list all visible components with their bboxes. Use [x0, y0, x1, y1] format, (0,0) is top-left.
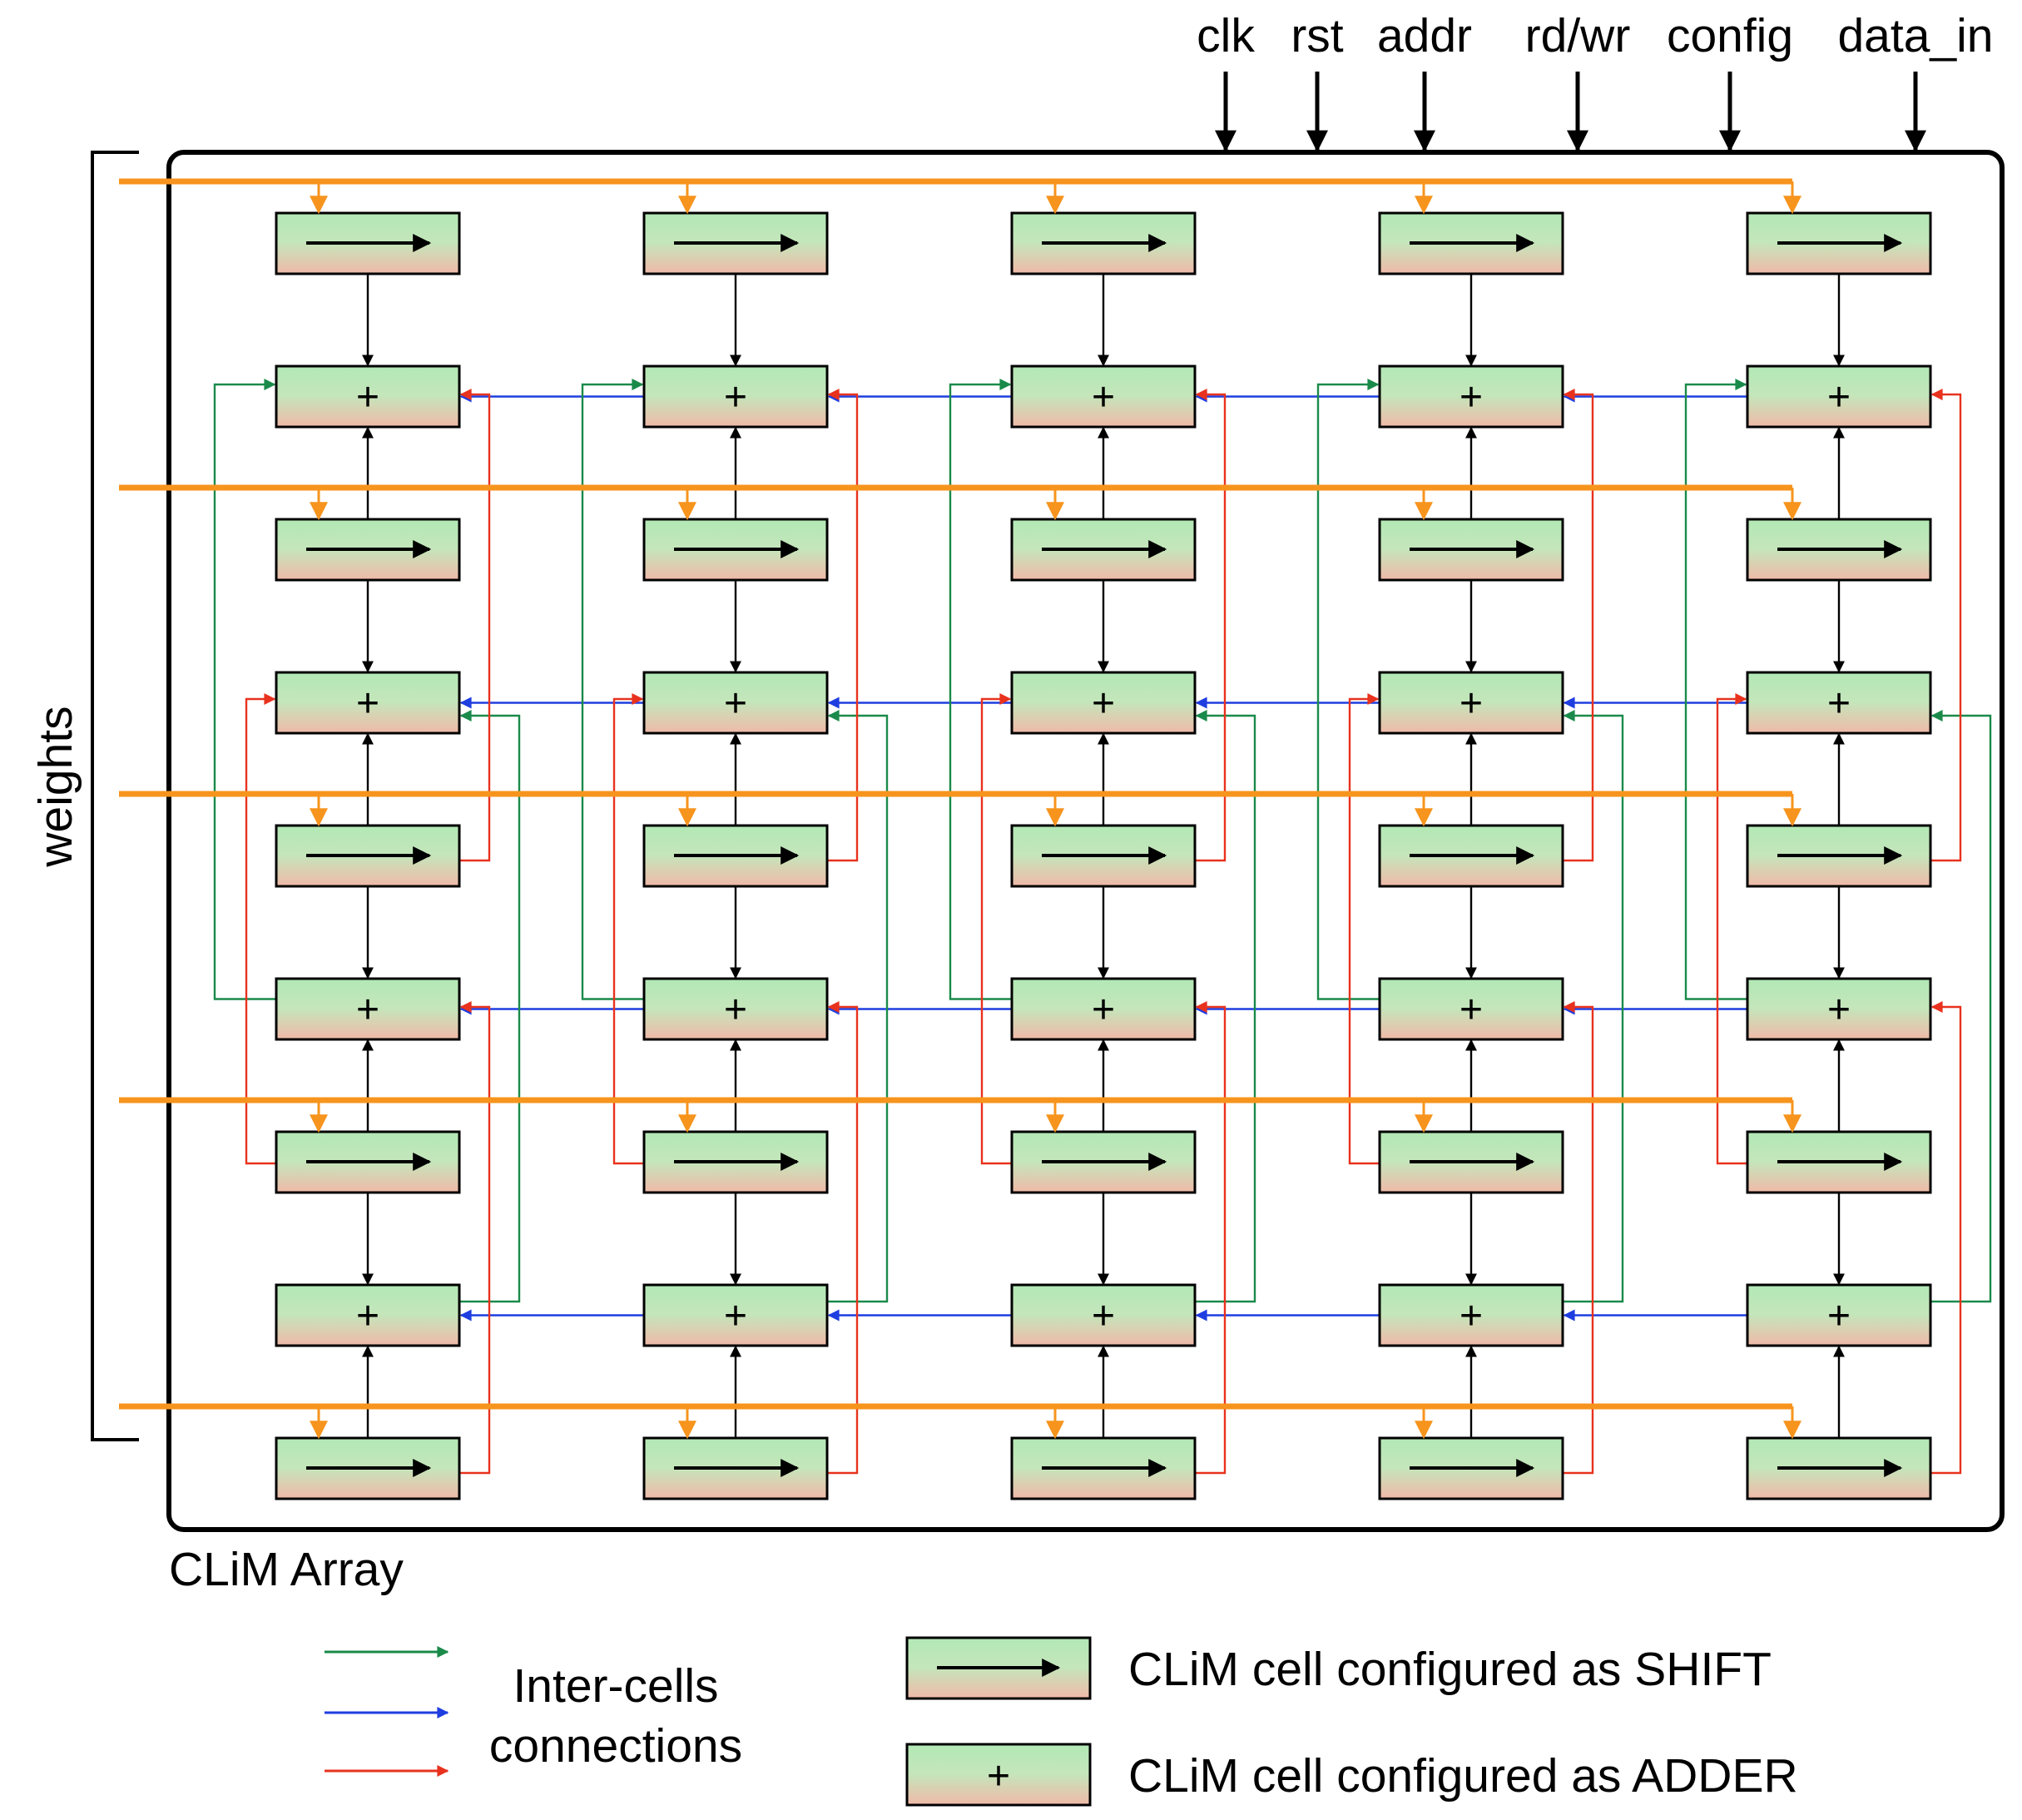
adder-cell-r3-c2 — [1010, 671, 1197, 735]
plus-icon-r3-c1: + — [724, 682, 747, 726]
legend-adder-label: CLiM cell configured as ADDER — [1128, 1749, 1798, 1803]
red-link-r6-c0 — [245, 693, 276, 1165]
red-link-r8-c1 — [827, 1001, 859, 1475]
plus-icon-r1-c0: + — [356, 375, 379, 419]
plus-icon-r3-c2: + — [1092, 682, 1115, 726]
red-link-r8-c2 — [1195, 1001, 1227, 1475]
adder-cell-r1-c3 — [1378, 364, 1564, 429]
plus-icon-r5-c3: + — [1460, 988, 1483, 1032]
red-link-r6-c1 — [612, 693, 644, 1165]
adder-cell-r1-c4 — [1746, 364, 1932, 429]
adder-cell-r1-c0 — [275, 364, 461, 429]
plus-icon-r1-c3: + — [1460, 375, 1483, 419]
red-link-r6-c2 — [980, 693, 1012, 1165]
plus-icon-r5-c0: + — [356, 988, 379, 1032]
adder-cell-r3-c0 — [275, 671, 461, 735]
plus-icon-r7-c0: + — [356, 1294, 379, 1338]
weight-buses — [119, 178, 1801, 1440]
adder-cell-r7-c4 — [1746, 1283, 1932, 1347]
plus-icon-r1-c4: + — [1827, 375, 1851, 419]
adder-cell-r1-c2 — [1010, 364, 1197, 429]
signal-label-rd-wr: rd/wr — [1525, 9, 1631, 62]
array-border — [166, 150, 2005, 1532]
array-title: CLiM Array — [169, 1543, 404, 1596]
adder-cell-r1-c1 — [642, 364, 829, 429]
adder-cell-r3-c3 — [1378, 671, 1564, 735]
plus-icon-r5-c1: + — [724, 988, 747, 1032]
plus-icon-r3-c3: + — [1460, 682, 1483, 726]
red-link-r4-c1 — [827, 389, 859, 862]
legend-shift-label: CLiM cell configured as SHIFT — [1128, 1643, 1772, 1696]
legend-connections-line2: connections — [489, 1719, 742, 1773]
plus-icon-r7-c2: + — [1092, 1294, 1115, 1338]
adder-cell-r5-c1 — [642, 977, 829, 1041]
signal-label-addr: addr — [1377, 9, 1472, 62]
plus-icon-r1-c2: + — [1092, 375, 1115, 419]
red-link-r4-c0 — [459, 389, 491, 862]
signal-label-rst: rst — [1291, 9, 1343, 62]
plus-icon-r5-c4: + — [1827, 988, 1851, 1032]
vertical-cell-links — [362, 274, 1845, 1438]
adder-cell-r5-c4 — [1746, 977, 1932, 1041]
red-link-r8-c4 — [1930, 1001, 1962, 1475]
red-link-r4-c2 — [1195, 389, 1227, 862]
plus-icon-r3-c0: + — [356, 682, 379, 726]
plus-icon-r7-c1: + — [724, 1294, 747, 1338]
cell-grid: + + + + + + + + + + + + + + + + + + + + — [275, 211, 1932, 1500]
adder-cell-r7-c2 — [1010, 1283, 1197, 1347]
red-link-r6-c3 — [1348, 693, 1380, 1165]
legend-adder-cell — [905, 1743, 1092, 1807]
adder-cell-r7-c0 — [275, 1283, 461, 1347]
red-link-r4-c4 — [1930, 389, 1962, 862]
legend-plus-icon: + — [987, 1754, 1010, 1798]
signal-label-clk: clk — [1197, 9, 1255, 62]
red-link-r8-c0 — [459, 1001, 491, 1475]
signal-label-data-in: data_in — [1837, 9, 1993, 62]
red-link-r6-c4 — [1716, 693, 1747, 1165]
plus-icon-r7-c4: + — [1827, 1294, 1851, 1338]
inter-cell-connections — [213, 379, 1992, 1475]
adder-cell-r3-c4 — [1746, 671, 1932, 735]
plus-icon-r7-c3: + — [1460, 1294, 1483, 1338]
weights-bracket — [91, 151, 139, 1441]
adder-cell-r7-c3 — [1378, 1283, 1564, 1347]
adder-cell-r5-c0 — [275, 977, 461, 1041]
plus-icon-r1-c1: + — [724, 375, 747, 419]
adder-cell-r5-c3 — [1378, 977, 1564, 1041]
plus-icon-r5-c2: + — [1092, 988, 1115, 1032]
signal-label-config: config — [1667, 9, 1793, 62]
adder-cell-r7-c1 — [642, 1283, 829, 1347]
red-link-r4-c3 — [1563, 389, 1594, 862]
weights-label: weights — [29, 706, 82, 867]
adder-cell-r5-c2 — [1010, 977, 1197, 1041]
legend: Inter-cells connections CLiM cell config… — [325, 1636, 1798, 1807]
plus-icon-r3-c4: + — [1827, 682, 1851, 726]
adder-cell-r3-c1 — [642, 671, 829, 735]
red-link-r8-c3 — [1563, 1001, 1594, 1475]
legend-connections-line1: Inter-cells — [513, 1659, 718, 1713]
